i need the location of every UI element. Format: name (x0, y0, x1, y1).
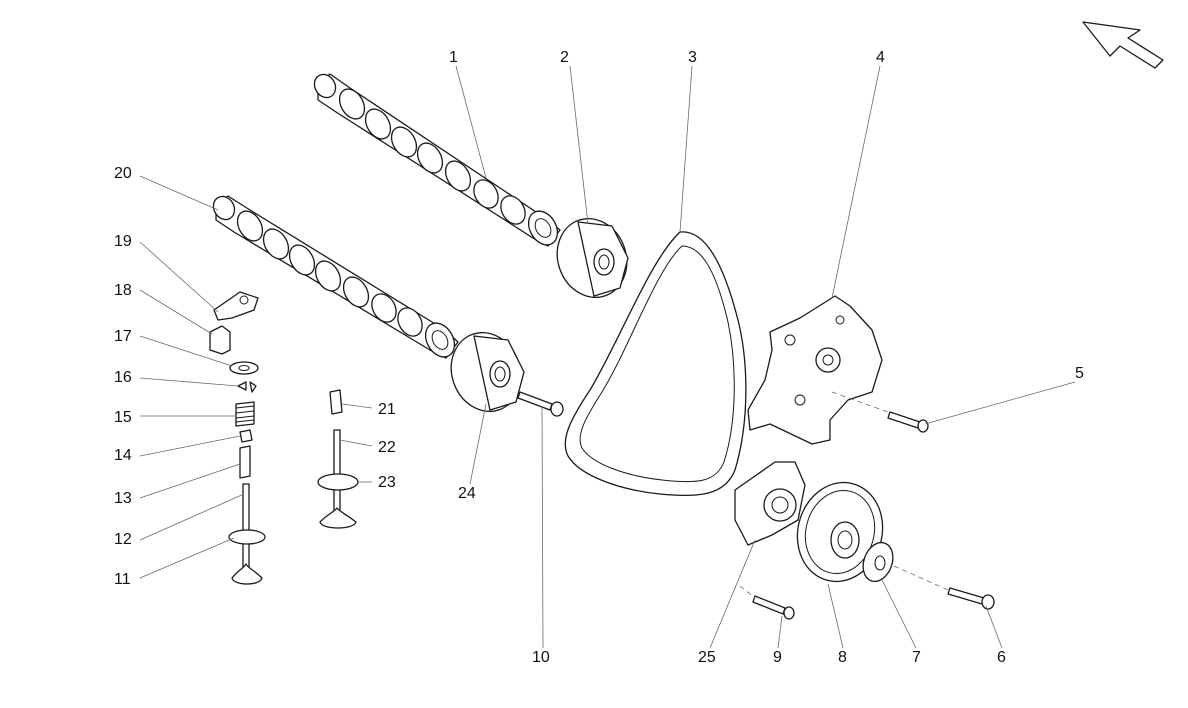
callout-17: 17 (114, 328, 132, 345)
bolt-10 (517, 391, 564, 417)
callout-16: 16 (114, 369, 132, 386)
callout-10: 10 (532, 649, 550, 666)
cam-phaser-upper (556, 218, 629, 298)
lash-adjuster (209, 325, 231, 355)
callout-11: 11 (114, 571, 131, 588)
callout-8: 8 (838, 649, 847, 666)
callout-18: 18 (114, 282, 132, 299)
callout-7: 7 (912, 649, 921, 666)
callout-25: 25 (698, 649, 716, 666)
callout-24: 24 (458, 485, 476, 502)
rocker-arm (213, 291, 259, 321)
exhaust-valve (317, 389, 359, 529)
callout-14: 14 (114, 447, 132, 464)
tensioner-housing (734, 461, 806, 546)
cam-phaser-lower (450, 332, 525, 412)
camshaft-lower (212, 195, 459, 359)
bolt-6 (947, 587, 995, 610)
bolt-9 (752, 595, 795, 620)
callout-9: 9 (773, 649, 782, 666)
callout-labels: 1 2 3 4 5 6 7 8 9 10 11 12 13 14 15 16 1… (114, 49, 1084, 666)
callout-23: 23 (378, 474, 396, 491)
callout-5: 5 (1075, 365, 1084, 382)
callout-20: 20 (114, 165, 132, 182)
callout-1: 1 (449, 49, 458, 66)
leader-lines (139, 65, 1076, 649)
valve-spring (235, 401, 255, 427)
callout-21: 21 (378, 401, 396, 418)
camshaft-upper (313, 73, 561, 247)
callout-3: 3 (688, 49, 697, 66)
crank-sprocket (796, 481, 884, 583)
callout-2: 2 (560, 49, 569, 66)
callout-22: 22 (378, 439, 396, 456)
valve-stem-seal (239, 429, 253, 443)
callout-6: 6 (997, 649, 1006, 666)
intake-valve (228, 483, 266, 585)
timing-cover (747, 295, 883, 445)
callout-19: 19 (114, 233, 132, 250)
arrow-up-left-icon (1082, 21, 1164, 69)
timing-chain (564, 231, 747, 497)
washer-7 (862, 541, 894, 583)
bolt-5 (887, 411, 929, 433)
callout-4: 4 (876, 49, 885, 66)
callout-12: 12 (114, 531, 132, 548)
spring-retainer (229, 361, 259, 375)
callout-15: 15 (114, 409, 132, 426)
callout-13: 13 (114, 490, 132, 507)
valve-collets (237, 381, 257, 393)
valve-guide (239, 445, 251, 479)
